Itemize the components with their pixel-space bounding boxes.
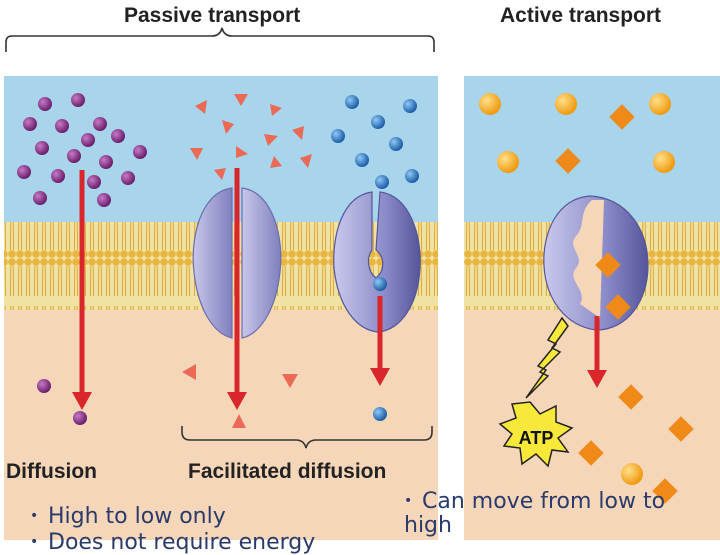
bullet-dot: •	[404, 493, 413, 509]
passive-transport-header: Passive transport	[124, 4, 301, 27]
facilitated-diffusion-label: Facilitated diffusion	[188, 460, 387, 483]
active-arrowhead	[587, 370, 607, 388]
bullet-text: High to low only	[48, 504, 226, 529]
passive-bullet-1: • High to low only	[30, 504, 226, 529]
facilitated-triangles	[182, 94, 312, 428]
bullet-text: Can move from low to high	[404, 489, 666, 538]
pump-protein	[543, 195, 649, 331]
energy-lightning-icon	[525, 316, 569, 399]
channel-protein	[192, 187, 282, 339]
carrier-protein	[333, 191, 421, 333]
atp-label: ATP	[519, 428, 554, 448]
passive-bracket	[5, 27, 435, 52]
bullet-text: Does not require energy	[48, 530, 316, 555]
facilitated-arrowhead-channel	[227, 392, 247, 410]
diffusion-label: Diffusion	[6, 460, 97, 483]
passive-bullet-2: • Does not require energy	[30, 530, 315, 555]
cytoplasm-region	[4, 310, 438, 540]
bullet-dot: •	[30, 534, 39, 550]
transport-diagram: ATP	[4, 27, 720, 540]
active-molecules-outside	[479, 93, 675, 174]
active-molecule-bottom	[621, 463, 643, 485]
active-bullet-1: •Can move from low to high	[404, 489, 716, 538]
diffusion-arrowhead	[72, 392, 92, 410]
bullet-dot: •	[30, 508, 39, 524]
facilitated-bracket	[181, 426, 433, 449]
atp-star-icon	[498, 401, 574, 468]
diffusion-molecules	[17, 93, 147, 425]
facilitated-arrowhead-carrier	[370, 368, 390, 386]
active-transport-header: Active transport	[500, 4, 662, 27]
active-molecules-inside	[578, 252, 694, 504]
carrier-molecules	[331, 95, 419, 421]
